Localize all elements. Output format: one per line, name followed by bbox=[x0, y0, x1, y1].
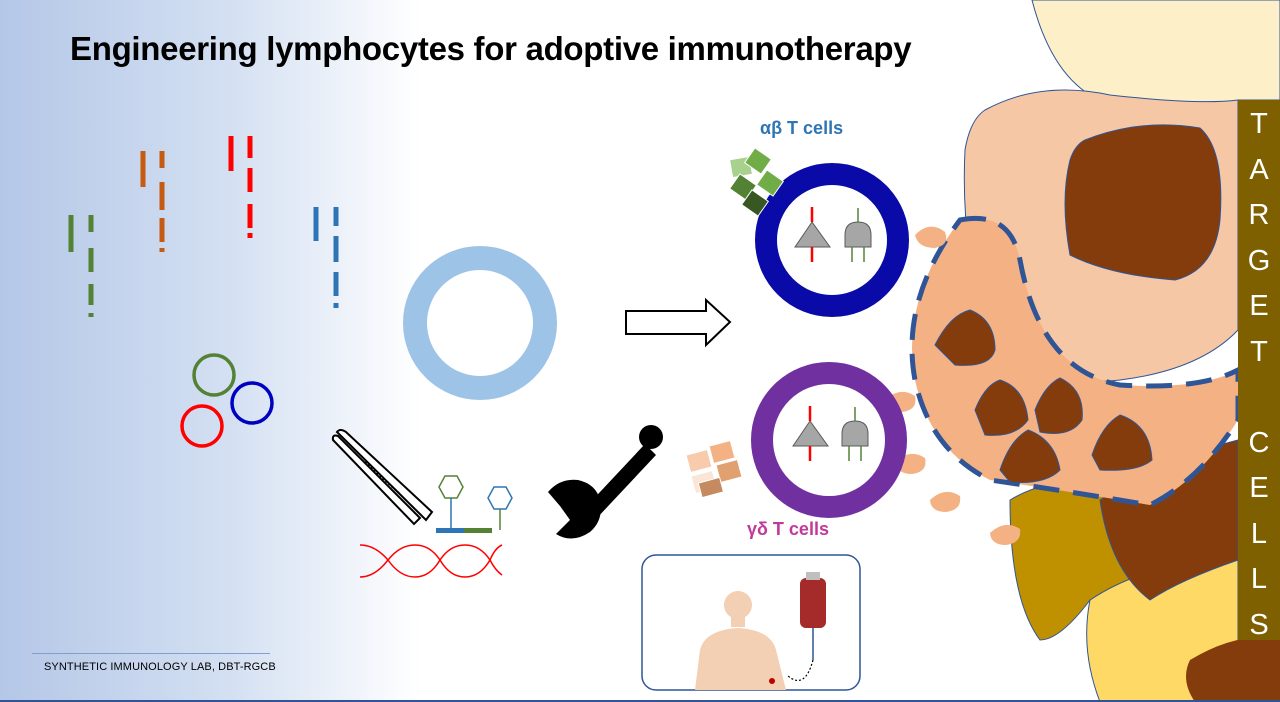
gamma-delta-t-cell bbox=[751, 362, 907, 518]
background-gradient bbox=[0, 0, 420, 702]
target-letter: A bbox=[1249, 153, 1269, 186]
tumor-nucleus-5 bbox=[1091, 414, 1153, 471]
bleb-5 bbox=[990, 524, 1021, 545]
slide-title: Engineering lymphocytes for adoptive imm… bbox=[70, 30, 912, 67]
tumor-nucleus-2 bbox=[974, 379, 1029, 436]
bleb-4 bbox=[930, 491, 961, 512]
target-tissue bbox=[885, 0, 1280, 702]
ligand-molecule bbox=[436, 475, 513, 533]
target-letter: G bbox=[1247, 244, 1271, 277]
target-letter: S bbox=[1249, 608, 1269, 641]
tumor-nucleus-large bbox=[1064, 124, 1222, 281]
dna-fragment-red bbox=[228, 136, 253, 238]
alpha-beta-t-cells-label: αβ T cells bbox=[760, 118, 844, 138]
tweezers-icon bbox=[331, 429, 434, 526]
target-letter: L bbox=[1250, 563, 1268, 595]
tumor-nucleus-3 bbox=[1034, 377, 1083, 434]
gamma-delta-t-cells-label: γδ T cells bbox=[747, 519, 829, 539]
arrow-right bbox=[625, 297, 732, 348]
dna-fragment-green bbox=[68, 215, 94, 317]
bottom-border bbox=[0, 700, 1280, 702]
bleb-1 bbox=[915, 226, 947, 248]
footer-lab-name: SYNTHETIC IMMUNOLOGY LAB, DBT-RGCB bbox=[44, 661, 276, 673]
target-letter: L bbox=[1250, 517, 1268, 550]
target-letter: T bbox=[1250, 108, 1268, 140]
patient-infusion-icon bbox=[641, 554, 861, 691]
alpha-beta-t-cell bbox=[755, 163, 909, 317]
dna-fragment-blue bbox=[313, 207, 339, 308]
tumor-nucleus-4 bbox=[999, 429, 1061, 483]
target-letter: R bbox=[1248, 199, 1270, 231]
wrench-icon bbox=[548, 425, 663, 539]
footer-divider bbox=[32, 653, 270, 654]
dna-fragment-orange bbox=[140, 151, 165, 252]
dna-helix bbox=[359, 544, 503, 578]
tissue-dark-corner bbox=[1186, 637, 1280, 702]
target-letter: T bbox=[1250, 335, 1268, 368]
antigen-cubes-green bbox=[728, 147, 785, 217]
tumor-nucleus-1 bbox=[934, 309, 996, 366]
target-letter: E bbox=[1249, 472, 1269, 504]
plasmid-trio bbox=[180, 353, 274, 448]
target-letter: E bbox=[1249, 290, 1269, 322]
antigen-cubes-peach bbox=[685, 439, 743, 499]
target-letter: C bbox=[1248, 426, 1270, 459]
plasmid-ring bbox=[403, 246, 557, 400]
